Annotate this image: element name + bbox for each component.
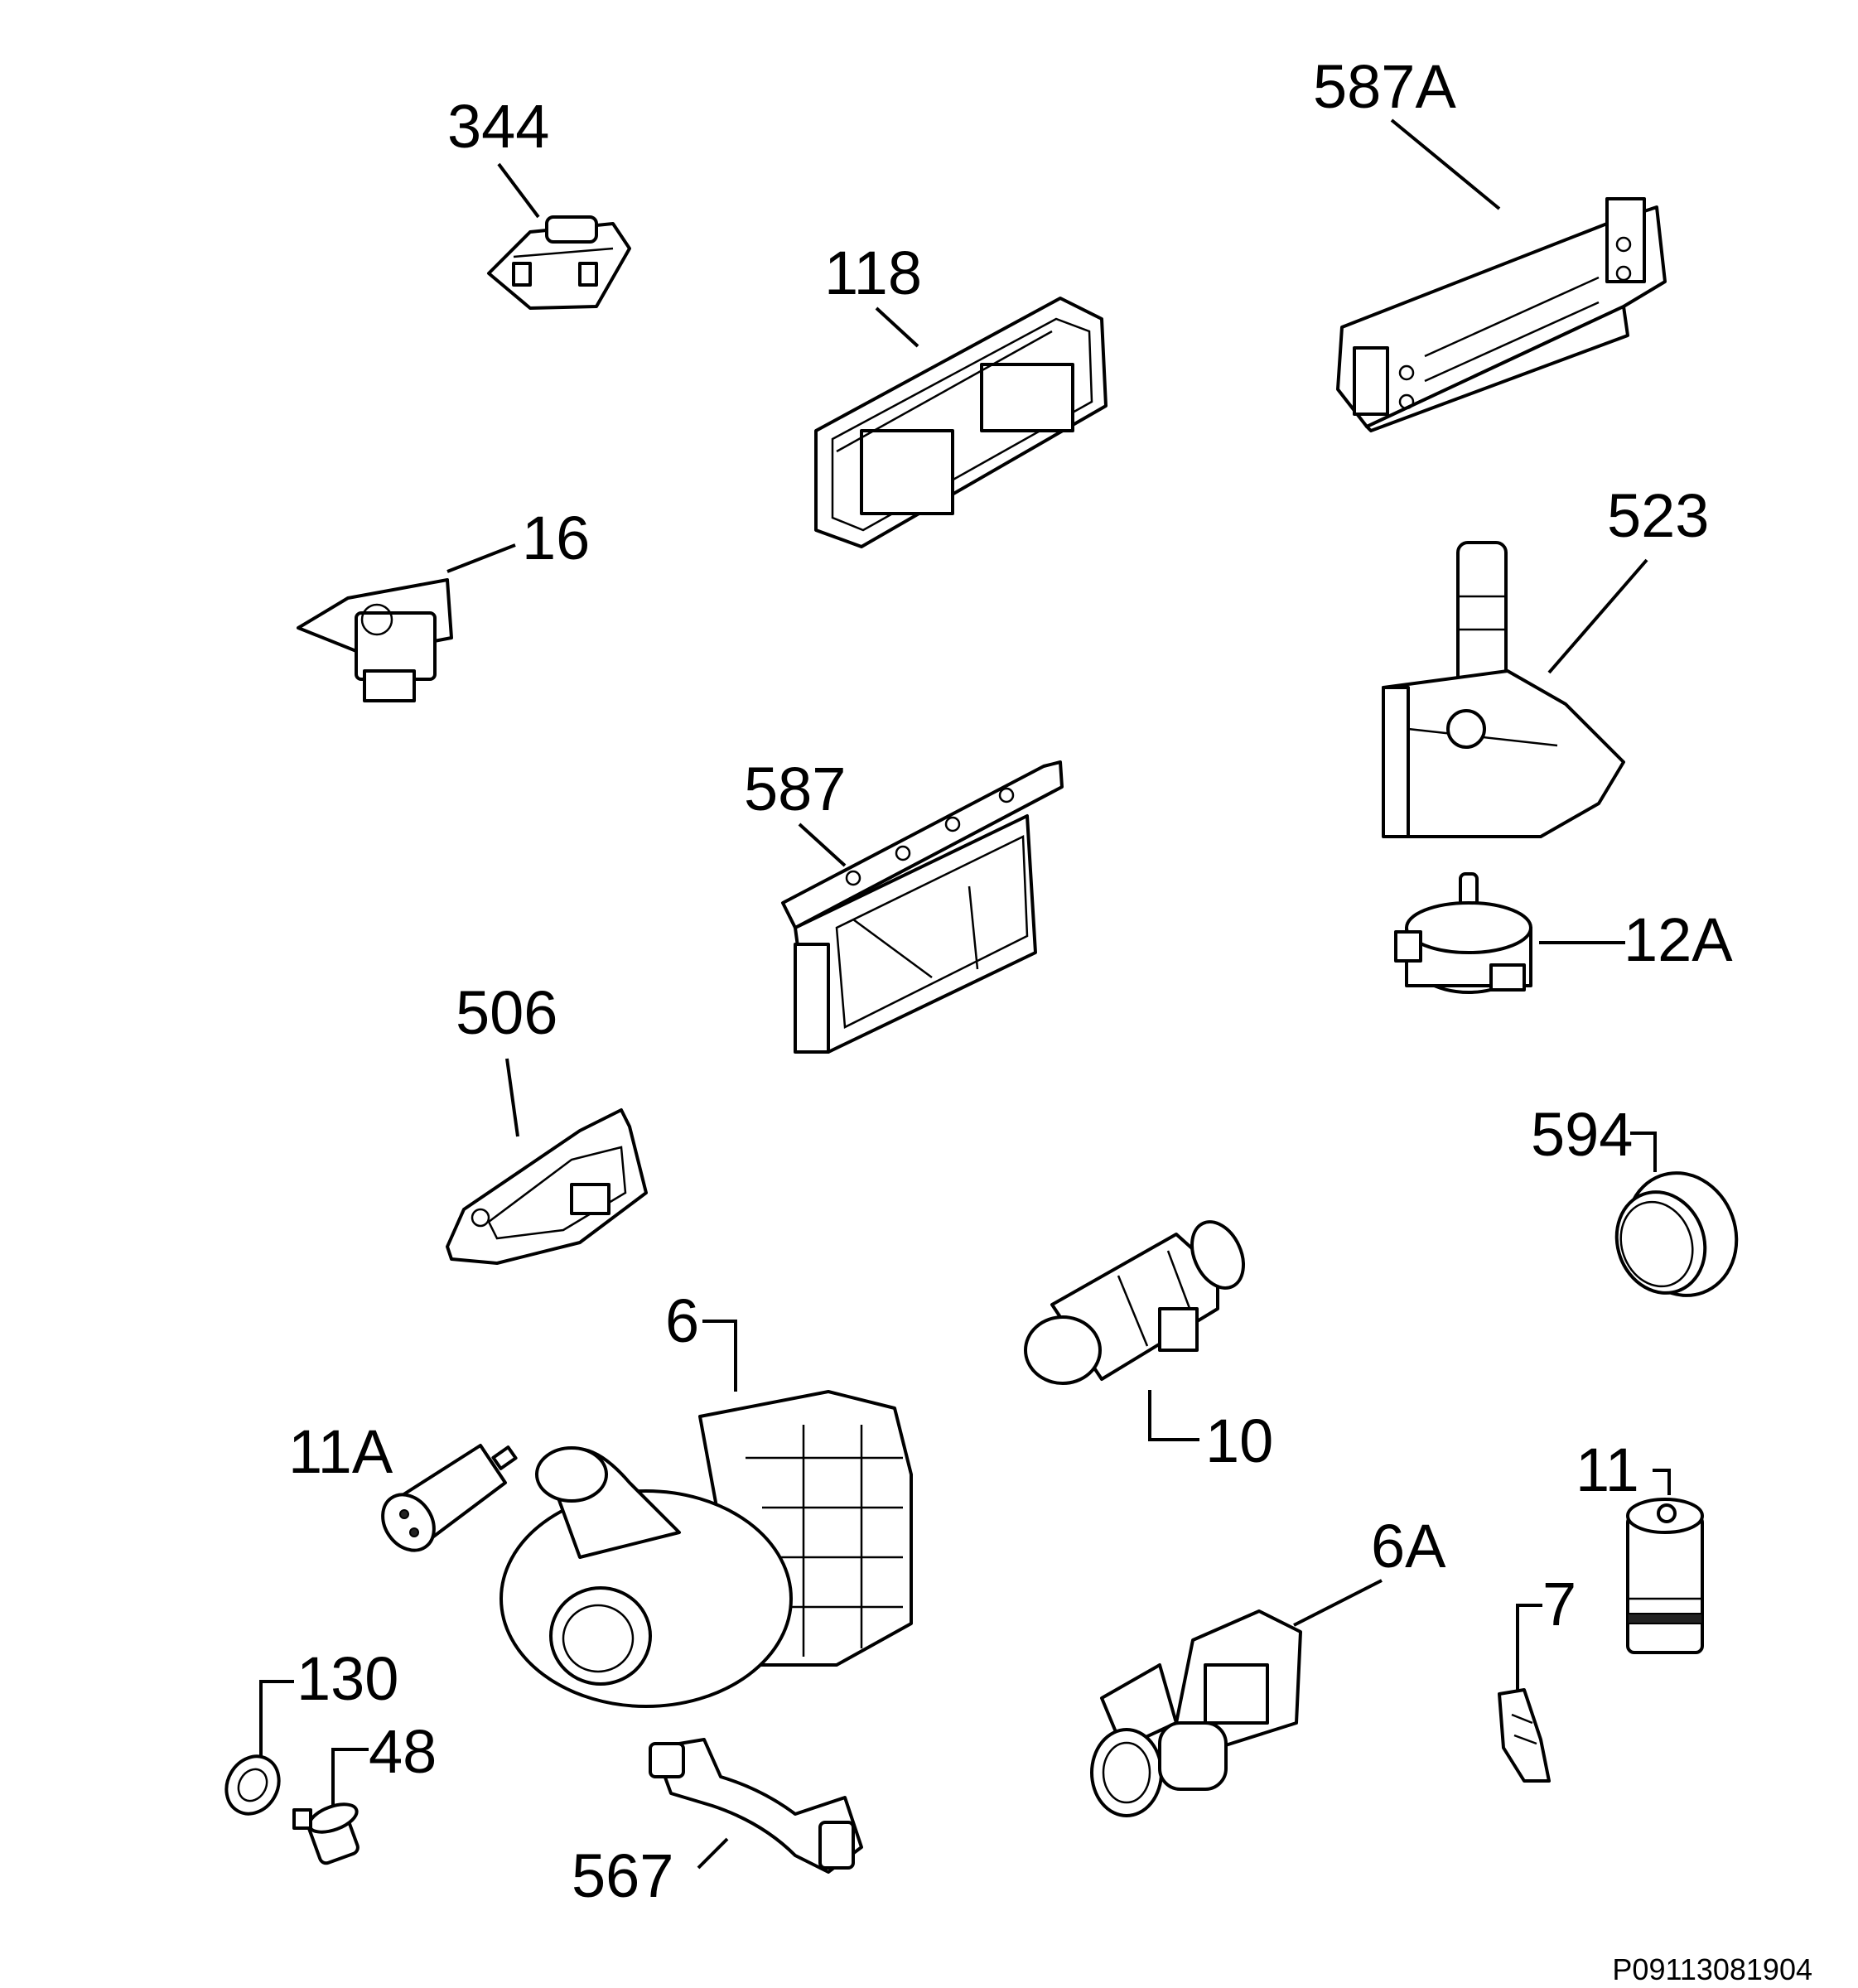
label-523: 523 bbox=[1607, 481, 1709, 550]
part-506: 506 bbox=[446, 978, 648, 1265]
drawing-code: P09113081904 bbox=[1612, 1952, 1812, 1986]
part-567: 567 bbox=[572, 1738, 863, 1910]
part-118: 118 bbox=[814, 239, 1108, 548]
label-344: 344 bbox=[447, 92, 549, 161]
label-567: 567 bbox=[572, 1841, 673, 1910]
part-523: 523 bbox=[1382, 481, 1709, 838]
part-6: 6 bbox=[499, 1286, 913, 1708]
part-587: 587 bbox=[744, 755, 1064, 1054]
label-130: 130 bbox=[297, 1644, 398, 1713]
part-11A: 11A bbox=[288, 1417, 518, 1552]
label-11A: 11A bbox=[288, 1417, 393, 1486]
label-10: 10 bbox=[1205, 1407, 1273, 1475]
part-344: 344 bbox=[447, 92, 631, 310]
label-6A: 6A bbox=[1371, 1512, 1446, 1580]
label-12A: 12A bbox=[1624, 905, 1733, 974]
part-11: 11 bbox=[1576, 1436, 1704, 1654]
label-7: 7 bbox=[1542, 1570, 1576, 1638]
part-594: 594 bbox=[1531, 1100, 1739, 1297]
part-7: 7 bbox=[1498, 1570, 1576, 1783]
part-12A: 12A bbox=[1394, 872, 1733, 994]
part-16: 16 bbox=[297, 504, 590, 702]
part-48: 48 bbox=[292, 1717, 437, 1865]
label-506: 506 bbox=[456, 978, 557, 1047]
label-6: 6 bbox=[665, 1286, 699, 1355]
label-587: 587 bbox=[744, 755, 846, 823]
label-11: 11 bbox=[1576, 1436, 1639, 1504]
part-10: 10 bbox=[1024, 1220, 1273, 1475]
label-594: 594 bbox=[1531, 1100, 1633, 1169]
label-16: 16 bbox=[522, 504, 590, 572]
part-6A: 6A bbox=[1090, 1512, 1446, 1817]
part-587A: 587A bbox=[1313, 52, 1667, 432]
label-48: 48 bbox=[369, 1717, 437, 1786]
label-118: 118 bbox=[824, 239, 922, 307]
label-587A: 587A bbox=[1313, 52, 1456, 121]
part-130: 130 bbox=[224, 1644, 398, 1816]
